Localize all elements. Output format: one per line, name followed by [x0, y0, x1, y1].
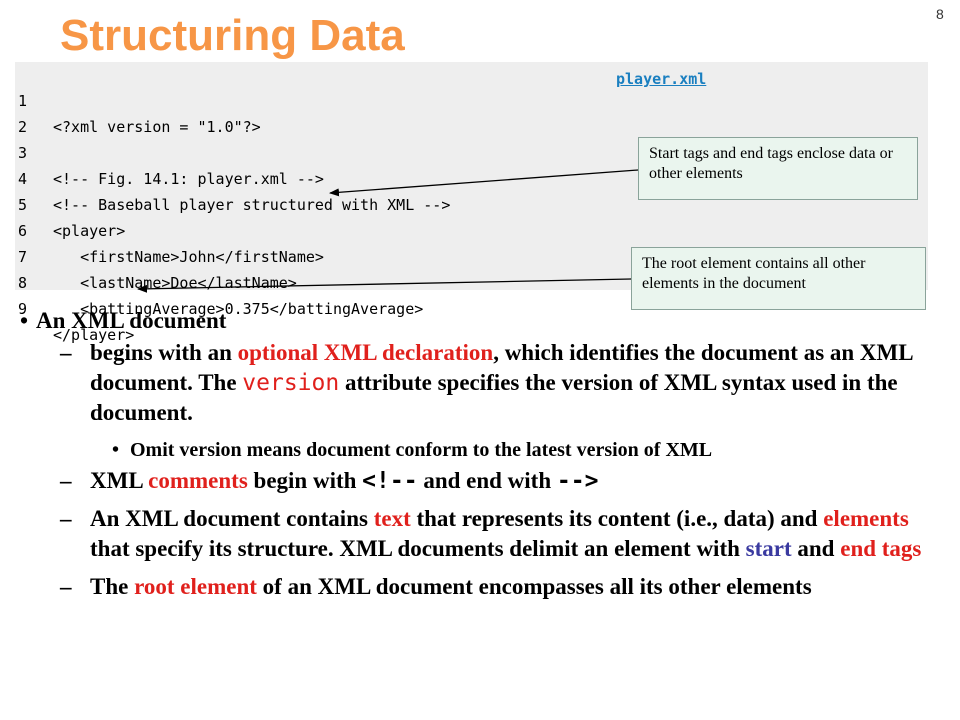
line-number: 3	[18, 144, 28, 162]
page-number: 8	[936, 6, 944, 22]
bullet-xml-document: An XML document	[20, 306, 945, 336]
line-number: 4	[18, 170, 28, 188]
code-text: <?xml version = "1.0"?>	[53, 118, 261, 136]
line-number: 1	[18, 92, 28, 110]
line-number: 7	[18, 248, 28, 266]
code-text: <player>	[53, 222, 126, 240]
code-line: 7 <lastName>Doe</lastName>	[15, 218, 928, 292]
sub-bullet-omit-version: Omit version means document conform to t…	[20, 436, 945, 464]
line-number: 6	[18, 222, 28, 240]
body-text: An XML document – begins with an optiona…	[20, 306, 945, 610]
code-line: 2	[15, 88, 928, 136]
code-text: <firstName>John</firstName>	[53, 248, 324, 266]
slide-title: Structuring Data	[60, 11, 405, 60]
line-number: 5	[18, 196, 28, 214]
callout-root-element: The root element contains all other elem…	[631, 247, 926, 310]
dash-item-declaration: – begins with an optional XML declaratio…	[60, 340, 913, 425]
code-text: <!-- Fig. 14.1: player.xml -->	[53, 170, 324, 188]
code-line: 6 <firstName>John</firstName>	[15, 192, 928, 266]
dash-item-root-element: – The root element of an XML document en…	[60, 574, 812, 599]
dash-item-comments: – XML comments begin with <!-- and end w…	[60, 468, 599, 494]
code-line: 5 <player>	[15, 166, 928, 240]
dash-item-text-elements: – An XML document contains text that rep…	[60, 506, 922, 561]
code-line: 4 <!-- Baseball player structured with X…	[15, 140, 928, 214]
file-link-player-xml[interactable]: player.xml	[616, 70, 707, 88]
line-number: 8	[18, 274, 28, 292]
callout-start-end-tags: Start tags and end tags enclose data or …	[638, 137, 918, 200]
code-text: <!-- Baseball player structured with XML…	[53, 196, 451, 214]
code-line: 3 <!-- Fig. 14.1: player.xml -->	[15, 114, 928, 188]
code-line: 1 <?xml version = "1.0"?>	[15, 62, 928, 136]
line-number: 2	[18, 118, 28, 136]
